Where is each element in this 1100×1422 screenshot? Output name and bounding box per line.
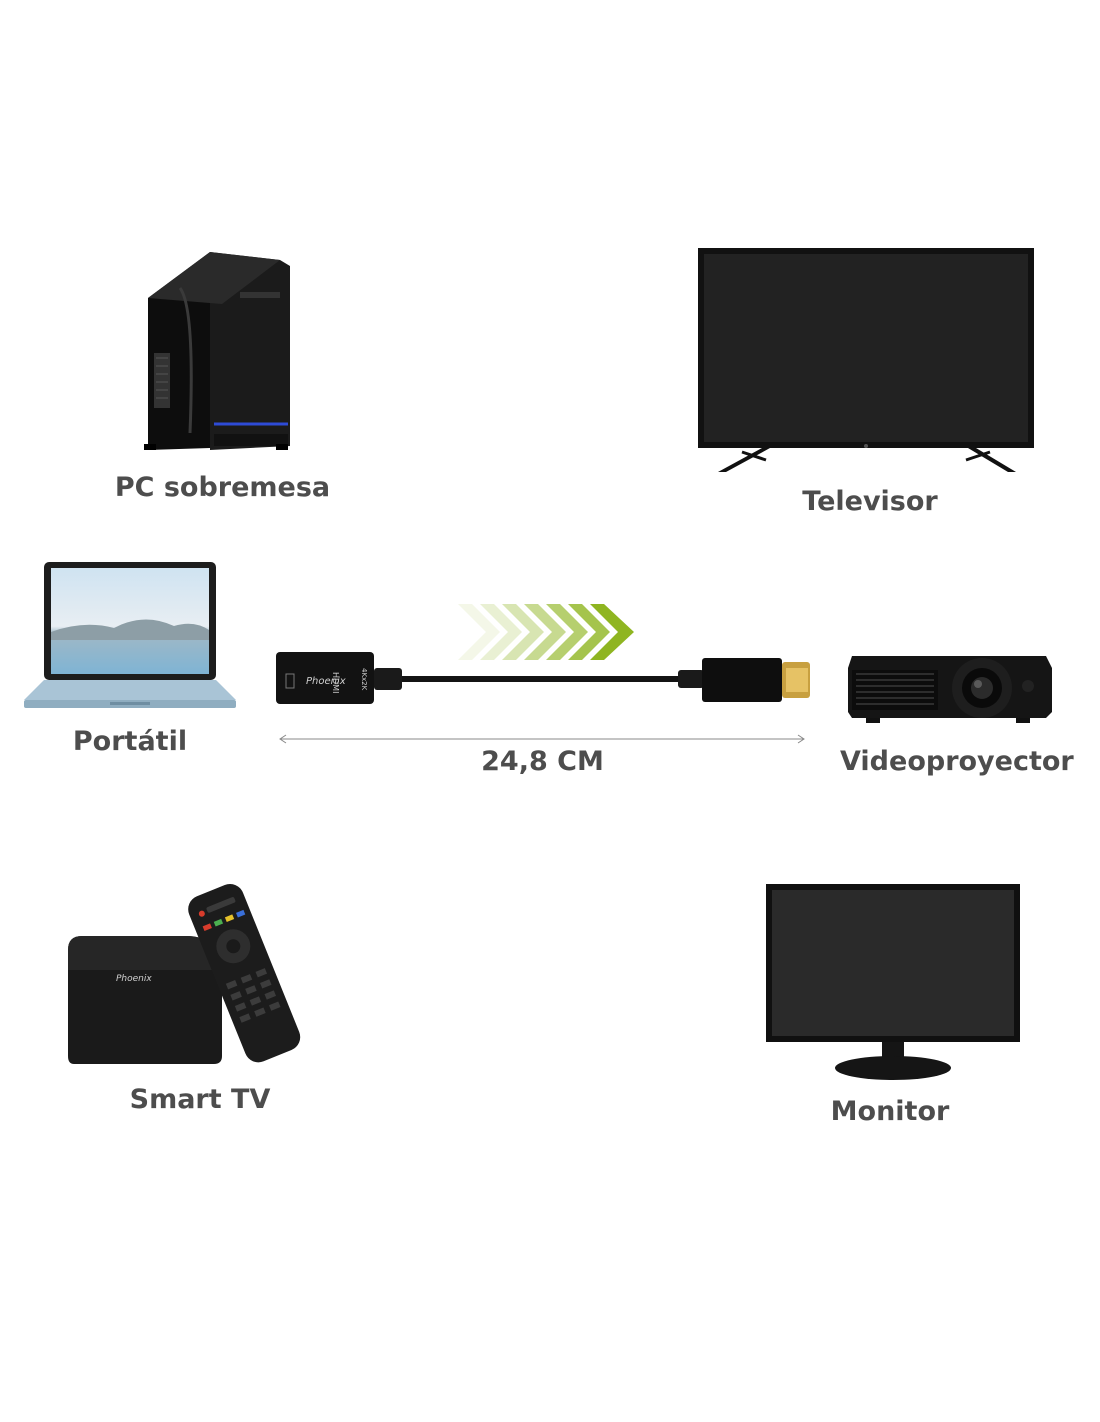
direction-arrow bbox=[458, 604, 638, 660]
length-label: 24,8 CM bbox=[481, 746, 604, 777]
laptop bbox=[24, 560, 236, 712]
monitor-icon bbox=[766, 884, 1020, 1080]
tv-box-with-remote-icon bbox=[68, 883, 301, 1064]
monitor-label: Monitor bbox=[830, 1096, 950, 1127]
projector bbox=[846, 650, 1054, 724]
television bbox=[696, 246, 1036, 478]
projector-icon bbox=[848, 656, 1052, 723]
tv-box-brand-text: Phoenix bbox=[116, 974, 152, 984]
laptop-label: Portátil bbox=[72, 726, 188, 757]
chevron-arrow-icon bbox=[458, 604, 634, 660]
smart-tv-box: Phoenix bbox=[64, 880, 316, 1066]
pc-tower bbox=[140, 248, 300, 454]
pc-label: PC sobremesa bbox=[114, 472, 331, 503]
adapter-resolution-text: 4Kx2K bbox=[360, 668, 368, 691]
television-icon bbox=[698, 248, 1034, 472]
laptop-icon bbox=[24, 562, 236, 708]
hdmi-to-displayport-adapter-icon bbox=[276, 652, 810, 704]
measurement-line bbox=[278, 734, 806, 744]
dimension-arrow-icon bbox=[279, 734, 805, 744]
desktop-tower-icon bbox=[144, 252, 290, 450]
smart-tv-label: Smart TV bbox=[129, 1084, 271, 1115]
monitor bbox=[764, 882, 1022, 1082]
hdmi-adapter: Phoenix HDMI 4Kx2K bbox=[272, 646, 812, 712]
tv-label: Televisor bbox=[802, 486, 938, 517]
projector-label: Videoproyector bbox=[840, 746, 1074, 777]
adapter-hdmi-text: HDMI bbox=[331, 672, 340, 694]
adapter-brand-text: Phoenix bbox=[306, 676, 346, 687]
